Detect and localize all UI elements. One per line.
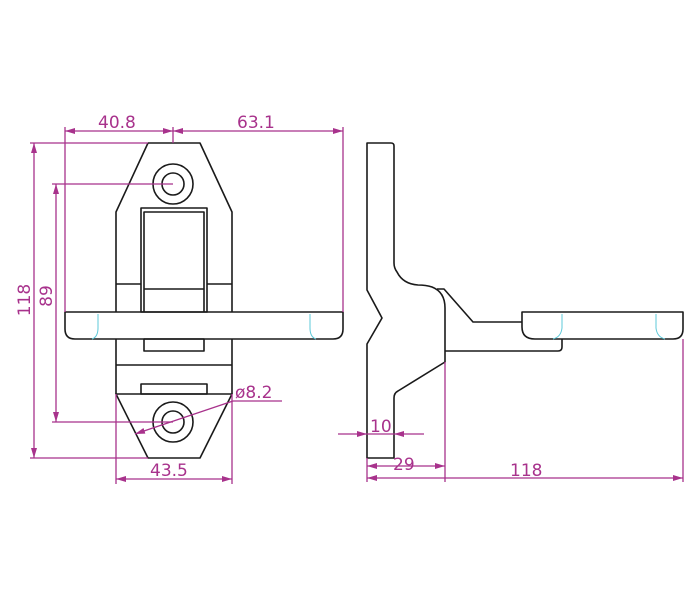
flange-hidden-left [91, 314, 99, 340]
window-inner [143, 211, 205, 312]
side-view: 10 29 118 [338, 142, 684, 482]
bottom-trapezoid [115, 393, 233, 459]
dim-plate-thickness: 10 [370, 417, 392, 437]
lower-arm-outline [445, 339, 563, 352]
dim-total-depth: 118 [510, 461, 542, 481]
flange-outline [64, 311, 344, 340]
lower-body-outline [115, 339, 233, 394]
arm-outline [437, 288, 522, 323]
dim-left-width: 40.8 [98, 113, 136, 133]
plate-outline [366, 142, 446, 459]
flange-hidden-right [309, 314, 317, 340]
dim-right-width: 63.1 [237, 113, 275, 133]
dim-offset: 29 [393, 455, 415, 475]
dim-base-width: 43.5 [150, 461, 188, 481]
front-view: 40.8 63.1 118 89 43.5 ø8.2 [15, 113, 344, 484]
lower-slot-1 [143, 338, 205, 352]
side-hidden-right [655, 314, 666, 340]
upper-body-outline [115, 142, 233, 312]
side-hidden-left [552, 314, 563, 340]
dim-hole-diameter: ø8.2 [235, 383, 272, 403]
dim-total-height: 118 [15, 284, 35, 316]
dim-hole-spacing: 89 [37, 285, 57, 307]
leader-hole-diameter [134, 400, 234, 435]
lower-slot-2 [140, 383, 208, 395]
side-flange-outline [521, 311, 684, 340]
window-outer [140, 207, 208, 313]
extension-lines [30, 127, 344, 484]
